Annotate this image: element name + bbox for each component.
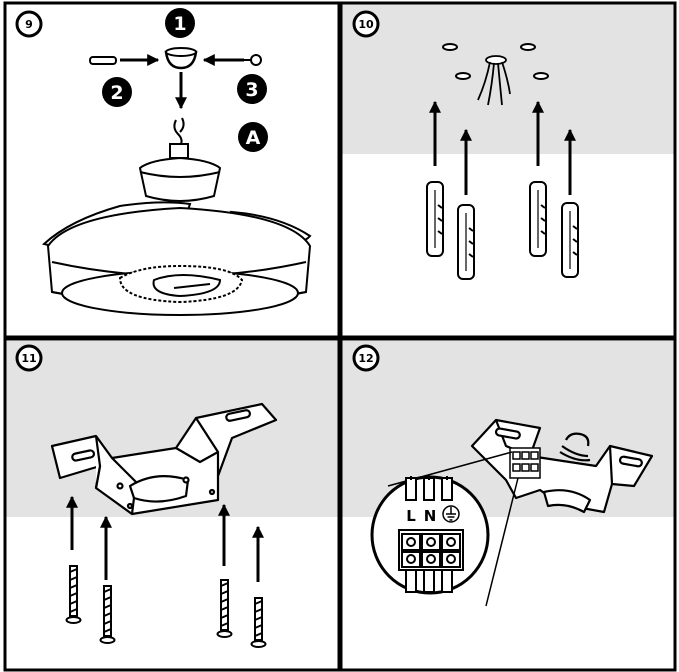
mounting-bracket: [50, 402, 278, 516]
callout-label: 3: [245, 79, 258, 101]
live-terminal-label: L: [406, 507, 416, 525]
panel-11: [3, 337, 341, 672]
callout-label: A: [246, 127, 261, 149]
callout-a: A: [238, 122, 268, 152]
step-badge-11: 11: [15, 344, 43, 372]
step-number: 10: [358, 18, 374, 31]
screw-icon: [244, 54, 262, 66]
step-number: 11: [21, 352, 36, 365]
ceiling-area-10: [342, 4, 675, 154]
terminal-block-small: [509, 447, 541, 479]
callout-1: 1: [165, 8, 195, 38]
panel-9: [3, 1, 341, 339]
ceiling-holes: [442, 43, 549, 80]
zoom-line: [485, 477, 519, 607]
ceiling-fan-icon: [41, 117, 312, 316]
step-number: 12: [358, 352, 373, 365]
screw-icon: [250, 597, 267, 648]
wall-plug-icon: [529, 181, 547, 257]
callout-3: 3: [237, 74, 267, 104]
neutral-terminal-label: N: [424, 507, 437, 525]
panel-10: [339, 1, 677, 339]
step-badge-10: 10: [352, 10, 380, 38]
wall-plugs: [426, 181, 579, 280]
screw-icon: [99, 585, 116, 644]
upward-arrows: [429, 100, 576, 195]
ceiling-wires: [477, 55, 511, 106]
step-badge-9: 9: [15, 10, 43, 38]
terminal-zoom-circle: L N: [370, 475, 490, 595]
screw-icon: [216, 579, 233, 638]
step-number: 9: [25, 18, 33, 31]
wall-plug-icon: [426, 181, 444, 257]
earth-ground-icon: [442, 505, 460, 523]
wall-plug-icon: [457, 204, 475, 280]
upward-arrows: [66, 495, 264, 582]
installed-bracket: [470, 418, 654, 514]
screws: [65, 565, 267, 648]
callout-label: 2: [110, 82, 123, 104]
step-badge-12: 12: [352, 344, 380, 372]
screw-icon: [65, 565, 82, 624]
callout-2: 2: [102, 77, 132, 107]
pin-icon: [89, 56, 117, 65]
callout-label: 1: [173, 13, 186, 35]
wall-plug-icon: [561, 202, 579, 278]
panel-12: [339, 337, 677, 672]
